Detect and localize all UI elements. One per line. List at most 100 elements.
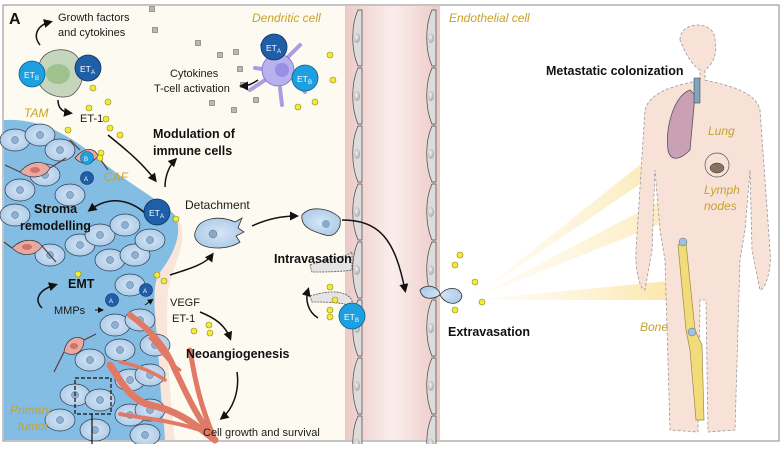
lung-organ [667, 89, 696, 159]
cell-growth-label: Cell growth and survival [203, 427, 320, 439]
receptor-etb-intravasation: ET B [338, 302, 366, 330]
cytokine-square [149, 6, 155, 12]
et1-molecule [311, 98, 319, 106]
cell-nucleus [66, 191, 74, 199]
cell-nucleus [111, 321, 119, 329]
et1-molecule [294, 103, 302, 111]
neoangiogenesis-label: Neoangiogenesis [186, 347, 290, 361]
caf-label: CAF [104, 170, 129, 184]
et1-molecule [451, 306, 459, 314]
receptor-label: A [84, 177, 88, 183]
cell-nucleus [11, 211, 19, 219]
cell-nucleus [141, 431, 149, 439]
endothelial-wall-right [426, 9, 437, 449]
cytokines-label: Cytokines [170, 68, 219, 80]
et1-label-bottom: ET-1 [172, 313, 195, 325]
receptor-label: ET [344, 312, 355, 322]
vegf-label: VEGF [170, 297, 200, 309]
cytokine-particles [149, 6, 259, 113]
tumor-stroma-border [154, 215, 183, 440]
et1-molecule [326, 283, 334, 291]
receptor-subscript: B [355, 318, 359, 324]
receptor-eta-tam: ET A [74, 54, 102, 82]
intravasation-label: Intravasation [274, 252, 352, 266]
primary-tumor-label: Primary [10, 403, 52, 417]
receptor-label: ET [266, 43, 277, 53]
et1-molecule [205, 321, 213, 329]
cell-nucleus [36, 131, 44, 139]
cell-nucleus [76, 241, 84, 249]
cell-nucleus [106, 256, 114, 264]
receptor-etb-dendritic: ET B [291, 64, 319, 92]
detachment-label: Detachment [185, 198, 250, 212]
et1-molecule [326, 313, 334, 321]
receptor-subscript: B [35, 76, 39, 82]
process-arrows [35, 19, 409, 420]
cytokine-square [233, 49, 239, 55]
metastatic-colonization-label: Metastatic colonization [546, 64, 684, 78]
endothelial-nucleus [354, 381, 360, 391]
trachea [693, 77, 701, 104]
growth-factors-label: Growth factors [58, 12, 130, 24]
et1-molecule [96, 154, 104, 162]
cell-nucleus [146, 236, 154, 244]
et1-molecule [456, 251, 464, 259]
detached-cell [194, 217, 245, 249]
et1-molecule [331, 296, 339, 304]
et1-molecule [116, 131, 124, 139]
et1-molecule [326, 51, 334, 59]
receptor-label: ET [149, 208, 160, 218]
et1-molecule [326, 306, 334, 314]
neoangiogenesis-vessels [106, 312, 219, 444]
primary-tumor-label-2: tumor [18, 419, 50, 433]
endothelial-nucleus [354, 149, 360, 159]
receptor-subscript: A [91, 70, 95, 76]
immune-cells-label: immune cells [153, 144, 232, 158]
et1-molecule [85, 104, 93, 112]
endothelial-nucleus [354, 91, 360, 101]
intravasating-cell [301, 208, 341, 236]
cell-nucleus [56, 146, 64, 154]
tam-label: TAM [24, 106, 48, 120]
receptor-subscript: A [277, 49, 281, 55]
endothelial-nucleus [354, 33, 360, 43]
cell-nucleus [11, 136, 19, 144]
receptor-eta-tumor: ET A [143, 198, 171, 226]
receptor-a-tumor-2: A [105, 293, 119, 307]
receptor-subscript: A [160, 214, 164, 220]
receptor-label: ET [24, 70, 35, 80]
cell-nucleus [16, 186, 24, 194]
cytokine-square [240, 82, 246, 88]
cell-nucleus [121, 221, 129, 229]
caf-cells [3, 139, 109, 373]
human-body [635, 24, 771, 433]
metastasis-beams [470, 125, 720, 300]
inset-region-box [74, 377, 112, 415]
cell-nucleus [126, 281, 134, 289]
receptor-label: ET [297, 74, 308, 84]
et1-molecule [329, 76, 337, 84]
cytokine-square [253, 97, 259, 103]
receptor-a-caf: A [80, 171, 94, 185]
cell-nucleus [56, 416, 64, 424]
emt-label: EMT [68, 277, 95, 291]
cytokine-square [231, 107, 237, 113]
bone-label: Bone [640, 320, 668, 334]
receptor-label: A [143, 289, 147, 295]
cell-nucleus [131, 251, 139, 259]
receptor-label: A [109, 299, 113, 305]
cell-nucleus [126, 376, 134, 384]
mmps-label: MMPs [54, 305, 86, 317]
cytokine-square [152, 27, 158, 33]
endothelial-nucleus [428, 381, 434, 391]
lung-label: Lung [708, 124, 735, 138]
receptor-subscript: B [308, 80, 312, 86]
remodelling-label: remodelling [20, 219, 91, 233]
endothelial-nucleus [354, 265, 360, 275]
cytokine-square [209, 100, 215, 106]
cytokine-square [217, 52, 223, 58]
endothelial-nucleus [428, 33, 434, 43]
et1-molecule [74, 270, 82, 278]
extravasating-cell [419, 285, 463, 304]
endothelial-nucleus [428, 149, 434, 159]
